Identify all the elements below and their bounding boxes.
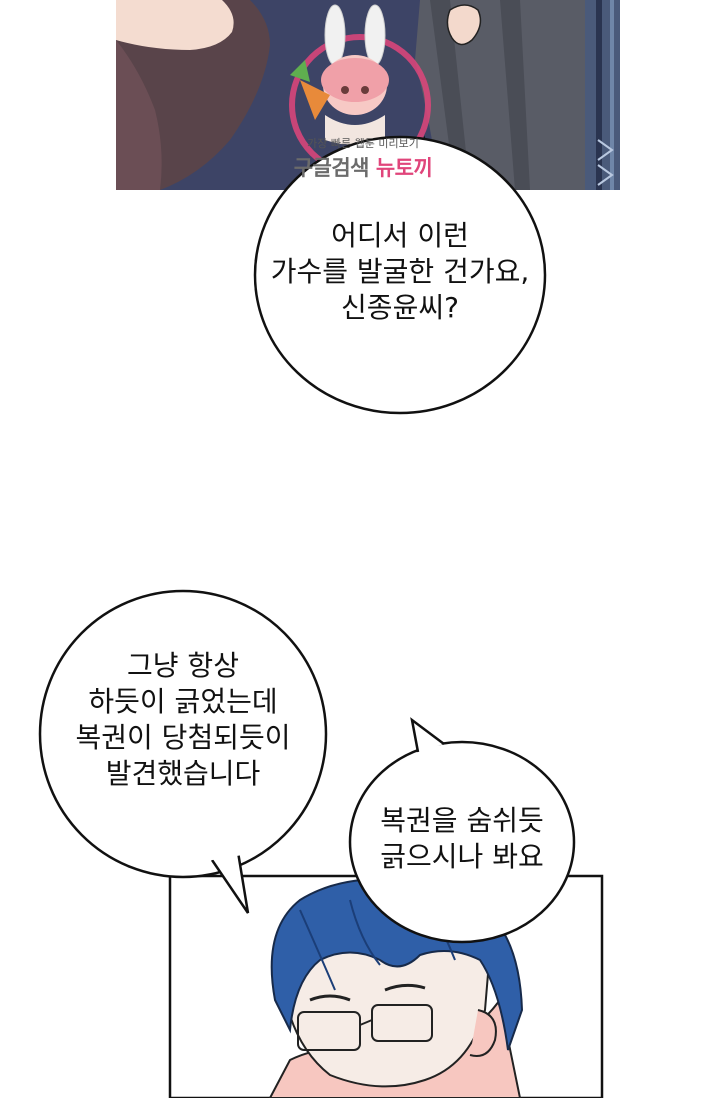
speech-line: 발견했습니다 xyxy=(105,757,261,790)
speech-line: 어디서 이런 xyxy=(331,219,469,252)
speech-line: 그냥 항상 xyxy=(127,649,239,682)
watermark-brand-secondary: 뉴토끼 xyxy=(375,156,433,180)
watermark-brand-primary: 구글검색 xyxy=(293,156,370,180)
speech-line: 복권을 숨쉬듯 xyxy=(380,804,544,837)
speech-text-right: 복권을 숨쉬듯 긁으시나 봐요 xyxy=(362,803,562,875)
watermark-tagline: 가장 빠른 웹툰 미리보기 xyxy=(307,137,419,150)
speech-bubble-top xyxy=(253,135,547,415)
speech-bubble-right xyxy=(348,717,576,944)
speech-line: 신종윤씨? xyxy=(341,291,459,324)
top-panel xyxy=(116,0,620,190)
speech-line: 긁으시나 봐요 xyxy=(380,840,544,873)
watermark-brand: 구글검색 뉴토끼 xyxy=(268,152,458,182)
speech-line: 복권이 당첨되듯이 xyxy=(75,721,291,754)
glasses-icon xyxy=(297,1004,433,1051)
bunny-mascot xyxy=(289,4,431,176)
speech-line: 가수를 발굴한 건가요, xyxy=(270,255,530,288)
speech-text-left: 그냥 항상 하듯이 긁었는데 복권이 당첨되듯이 발견했습니다 xyxy=(53,648,313,792)
speech-bubble-left xyxy=(38,589,328,914)
speech-line: 하듯이 긁었는데 xyxy=(88,685,278,718)
speech-text-top: 어디서 이런 가수를 발굴한 건가요, 신종윤씨? xyxy=(270,218,530,326)
